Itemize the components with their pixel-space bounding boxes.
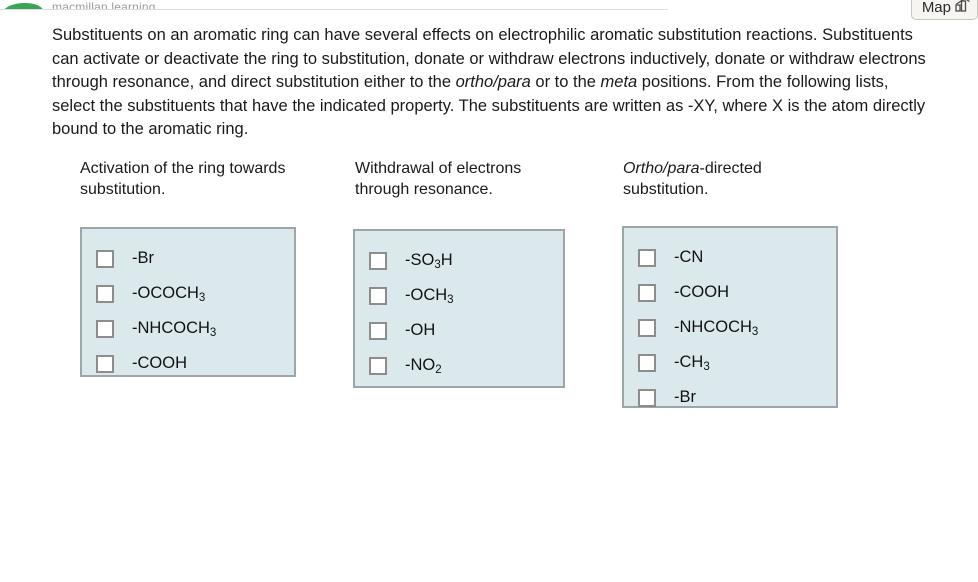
subscript: 3: [447, 294, 454, 306]
italic-text-segment: ortho/para: [455, 73, 531, 91]
option-label: -NHCOCH3: [674, 318, 759, 338]
option-box-withdrawal-resonance: -SO3H -OCH3 -OH -NO2: [353, 229, 565, 388]
italic-text-segment: meta: [600, 73, 638, 91]
checkbox-withdrawal-resonance-3[interactable]: [369, 356, 387, 375]
text-segment: -directed substitution.: [623, 160, 762, 198]
header-divider: [0, 9, 668, 10]
column-heading-withdrawal-resonance: Withdrawal of electrons through resonanc…: [355, 158, 570, 200]
subscript: 3: [209, 327, 217, 339]
column-heading-activation: Activation of the ring towards substitut…: [80, 158, 295, 200]
brand-name: macmillan learning: [52, 0, 156, 10]
option-label: -COOH: [132, 354, 187, 372]
subscript: 3: [751, 326, 759, 338]
option-row[interactable]: -NHCOCH3: [638, 310, 826, 345]
option-label: -COOH: [674, 283, 729, 301]
option-row[interactable]: -Br: [638, 380, 826, 415]
option-label: -NO2: [405, 356, 442, 376]
option-label: -OH: [405, 321, 436, 339]
text-segment: or to the: [530, 73, 601, 91]
option-label: -NHCOCH3: [132, 319, 217, 339]
text-segment: Substituents on an aromatic ring can hav…: [52, 26, 926, 91]
option-label: -Br: [674, 388, 696, 406]
option-row[interactable]: -COOH: [96, 346, 284, 381]
option-row[interactable]: -OCH3: [369, 278, 553, 313]
map-chart-icon: [955, 0, 971, 18]
checkbox-ortho-para-directed-4[interactable]: [638, 388, 656, 407]
text-segment: Activation of the ring towards substitut…: [80, 160, 286, 198]
option-row[interactable]: -NHCOCH3: [96, 311, 284, 346]
text-segment: positions. From the following lists, sel…: [52, 73, 926, 138]
option-row[interactable]: -Br: [96, 241, 284, 276]
column-ortho-para-directed: Ortho/para-directed substitution. -CN -CO…: [622, 158, 838, 408]
option-row[interactable]: -OH: [369, 313, 553, 348]
question-prompt: Substituents on an aromatic ring can hav…: [52, 24, 932, 142]
checkbox-ortho-para-directed-3[interactable]: [638, 353, 656, 372]
checkbox-activation-2[interactable]: [96, 319, 114, 338]
option-row[interactable]: -CH3: [638, 345, 826, 380]
checkbox-activation-3[interactable]: [96, 354, 114, 373]
column-withdrawal-resonance: Withdrawal of electrons through resonanc…: [353, 158, 570, 388]
option-box-activation: -Br -OCOCH3 -NHCOCH3 -COOH: [80, 227, 296, 377]
column-activation: Activation of the ring towards substitut…: [80, 158, 296, 377]
subscript: 3: [703, 361, 710, 373]
checkbox-activation-1[interactable]: [96, 284, 114, 303]
option-box-ortho-para-directed: -CN -COOH -NHCOCH3 -CH3 -Br: [622, 226, 838, 408]
option-row[interactable]: -OCOCH3: [96, 276, 284, 311]
map-button-label: Map: [921, 0, 951, 16]
checkbox-withdrawal-resonance-2[interactable]: [369, 321, 387, 340]
text-segment: Withdrawal of electrons through resonanc…: [355, 160, 522, 198]
option-label: -SO3H: [405, 251, 453, 271]
site-header-strip: macmillan learning: [0, 0, 978, 10]
checkbox-ortho-para-directed-1[interactable]: [638, 283, 656, 302]
option-label: -CN: [674, 248, 704, 266]
italic-text-segment: Ortho/para: [623, 160, 700, 177]
option-row[interactable]: -CN: [638, 240, 826, 275]
option-row[interactable]: -COOH: [638, 275, 826, 310]
subscript: 3: [434, 259, 441, 271]
checkbox-withdrawal-resonance-1[interactable]: [369, 286, 387, 305]
option-row[interactable]: -SO3H: [369, 243, 553, 278]
option-row[interactable]: -NO2: [369, 348, 553, 383]
option-label: -OCOCH3: [132, 284, 206, 304]
site-header-inner: macmillan learning: [0, 0, 668, 10]
option-label: -OCH3: [405, 286, 454, 306]
option-label: -Br: [132, 249, 154, 267]
checkbox-withdrawal-resonance-0[interactable]: [369, 251, 387, 270]
checkbox-activation-0[interactable]: [96, 249, 114, 268]
column-heading-ortho-para-directed: Ortho/para-directed substitution.: [623, 158, 838, 200]
subscript: 3: [198, 292, 206, 304]
map-button[interactable]: Map: [910, 0, 978, 20]
checkbox-ortho-para-directed-0[interactable]: [638, 248, 656, 267]
subscript: 2: [435, 364, 442, 376]
option-label: -CH3: [674, 353, 710, 373]
checkbox-ortho-para-directed-2[interactable]: [638, 318, 656, 337]
